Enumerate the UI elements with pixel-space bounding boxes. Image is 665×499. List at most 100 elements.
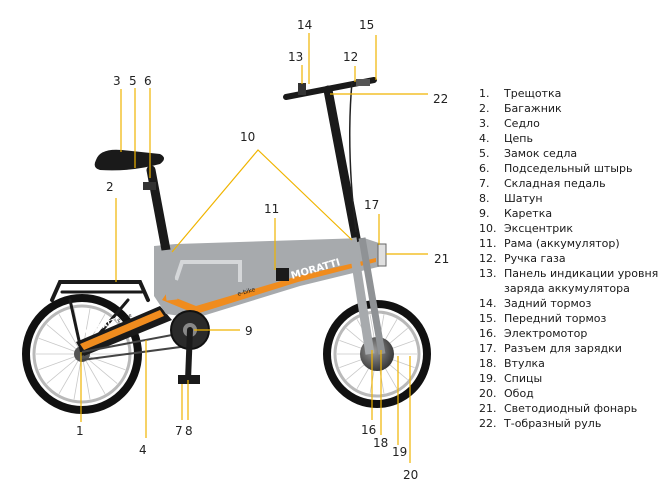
seat-assembly (94, 149, 178, 301)
legend-item: 2.Багажник (479, 101, 663, 116)
battery-indicator (298, 83, 306, 95)
chain (81, 331, 189, 361)
leader-lines (80, 33, 428, 463)
legend-text: Панель индикации уровня заряда аккумулят… (504, 267, 659, 295)
fork-left (347, 237, 375, 355)
legend-text: Ручка газа (504, 252, 566, 265)
front-tire (323, 300, 431, 408)
callout-15: 15 (359, 18, 374, 32)
legend-text: Обод (504, 387, 534, 400)
drivetrain (170, 310, 210, 384)
callout-13: 13 (288, 50, 303, 64)
saddle (94, 149, 164, 171)
legend-item: 11. Рама (аккумулятор) (479, 236, 663, 251)
legend-text: Рама (аккумулятор) (504, 237, 620, 250)
stay-model-text: e-bike (117, 313, 133, 324)
legend-item: 18. Втулка (479, 356, 663, 371)
legend-item: 12. Ручка газа (479, 251, 663, 266)
legend-num: 17. (479, 342, 497, 355)
legend-text: Трещотка (504, 87, 562, 100)
legend-num: 18. (479, 357, 497, 370)
callout-12: 12 (343, 50, 358, 64)
legend-text: Втулка (504, 357, 545, 370)
legend-text: Багажник (504, 102, 562, 115)
legend-num: 6. (479, 162, 490, 175)
legend-item: 15. Передний тормоз (479, 311, 663, 326)
legend-item: 1. Трещотка (479, 86, 663, 101)
legend-text: Подседельный штырь (504, 162, 633, 175)
legend-text: Седло (504, 117, 540, 130)
seat-clamp (143, 182, 156, 190)
legend-num: 5. (479, 147, 490, 160)
brake-cable (349, 81, 357, 233)
legend-text: Т-образный руль (504, 417, 602, 430)
rear-stays: MORATTI e-bike (76, 306, 172, 356)
legend-item: 7. Складная педаль (479, 176, 663, 191)
callout-6: 6 (144, 74, 152, 88)
legend-text: Спицы (504, 372, 543, 385)
legend-num: 8. (479, 192, 490, 205)
callout-14: 14 (297, 18, 312, 32)
callout-19: 19 (392, 445, 407, 459)
folding-pedal (178, 375, 200, 384)
callout-11: 11 (264, 202, 279, 216)
legend-item: 14.Задний тормоз (479, 296, 663, 311)
legend-text: Передний тормоз (504, 312, 607, 325)
callout-9: 9 (245, 324, 253, 338)
legend-text: Каретка (504, 207, 553, 220)
legend-text: Шатун (504, 192, 543, 205)
legend-num: 12. (479, 252, 497, 265)
crank-arm (185, 327, 193, 383)
legend-num: 22. (479, 417, 497, 430)
callout-5: 5 (129, 74, 137, 88)
callout-17: 17 (364, 198, 379, 212)
legend-num: 20. (479, 387, 497, 400)
steering (283, 77, 386, 355)
callout-4: 4 (139, 443, 147, 457)
legend-num: 19. (479, 372, 497, 385)
legend-item: 19. Спицы (479, 371, 663, 386)
legend-item: 6. Подседельный штырь (479, 161, 663, 176)
legend-text: Замок седла (504, 147, 578, 160)
legend-item: 16. Электромотор (479, 326, 663, 341)
legend-num: 14. (479, 297, 497, 310)
throttle-grip (356, 79, 370, 86)
fork-right (358, 237, 386, 355)
legend-text: Складная педаль (504, 177, 606, 190)
callout-numbers: 1 2 3 4 5 6 7 8 9 10 11 12 13 14 15 16 1… (76, 18, 449, 482)
legend-item: 20. Обод (479, 386, 663, 401)
main-frame: MORATTI e-bike (154, 238, 387, 318)
legend-item: 9.Каретка (479, 206, 663, 221)
legend-num: 16. (479, 327, 497, 340)
callout-8: 8 (185, 424, 193, 438)
legend-text: Эксцентрик (504, 222, 574, 235)
frame-logo (276, 268, 289, 281)
legend-item: 5. Замок седла (479, 146, 663, 161)
callout-2: 2 (106, 180, 114, 194)
legend-item: 4.Цепь (479, 131, 663, 146)
legend-num: 10. (479, 222, 497, 235)
legend-item: 22. Т-образный руль (479, 416, 663, 431)
callout-22: 22 (433, 92, 448, 106)
seat-tube (160, 249, 178, 301)
legend-num: 1. (479, 87, 490, 100)
callout-7: 7 (175, 424, 183, 438)
callout-21: 21 (434, 252, 449, 266)
legend-text: Светодиодный фонарь (504, 402, 638, 415)
callout-18: 18 (373, 436, 388, 450)
legend-num: 11. (479, 237, 497, 250)
legend-item: 21.Светодиодный фонарь (479, 401, 663, 416)
legend-text: Электромотор (504, 327, 588, 340)
folding-hinge (174, 260, 242, 282)
stem (323, 85, 361, 243)
legend-item: 8. Шатун (479, 191, 663, 206)
legend-num: 15. (479, 312, 497, 325)
legend-text: Цепь (504, 132, 533, 145)
legend-text: Разъем для зарядки (504, 342, 622, 355)
legend-num: 13. (479, 267, 497, 280)
legend-num: 7. (479, 177, 490, 190)
legend-item: 13. Панель индикации уровня заряда аккуму… (479, 266, 663, 296)
legend-item: 17. Разъем для зарядки (479, 341, 663, 356)
